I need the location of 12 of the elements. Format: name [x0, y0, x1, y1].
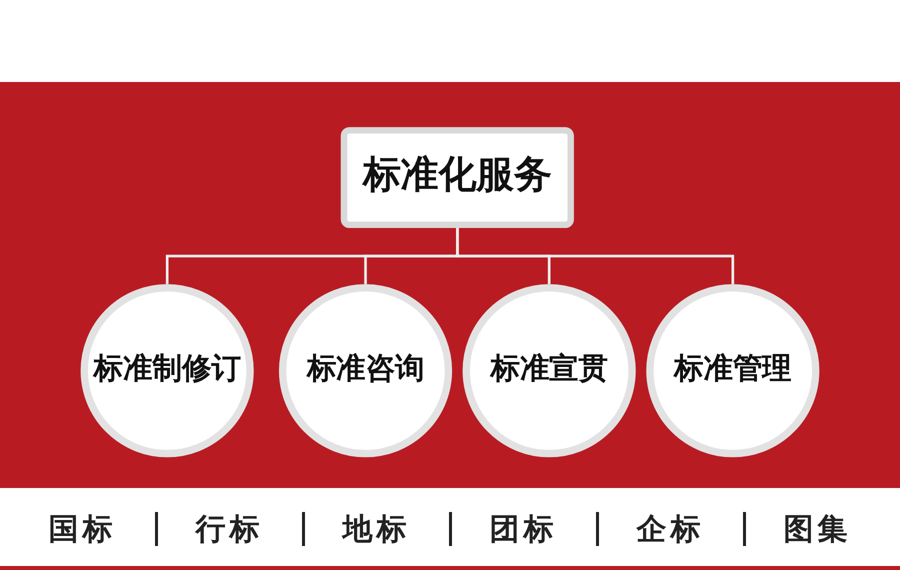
category-label: 行标	[194, 510, 264, 548]
category-label: 图集	[782, 510, 852, 548]
category-label: 国标	[48, 510, 118, 548]
service-circle: 标准咨询	[278, 284, 452, 458]
connector-line	[456, 228, 734, 284]
category-label: 团标	[488, 510, 558, 548]
heading-box: 标准化服务	[340, 127, 574, 228]
service-circle: 标准制修订	[80, 284, 254, 458]
category-label: 企标	[635, 510, 706, 548]
category-label: 地标	[340, 510, 412, 548]
service-circle: 标准宣贯	[462, 284, 636, 458]
service-circle: 标准管理	[646, 284, 820, 458]
